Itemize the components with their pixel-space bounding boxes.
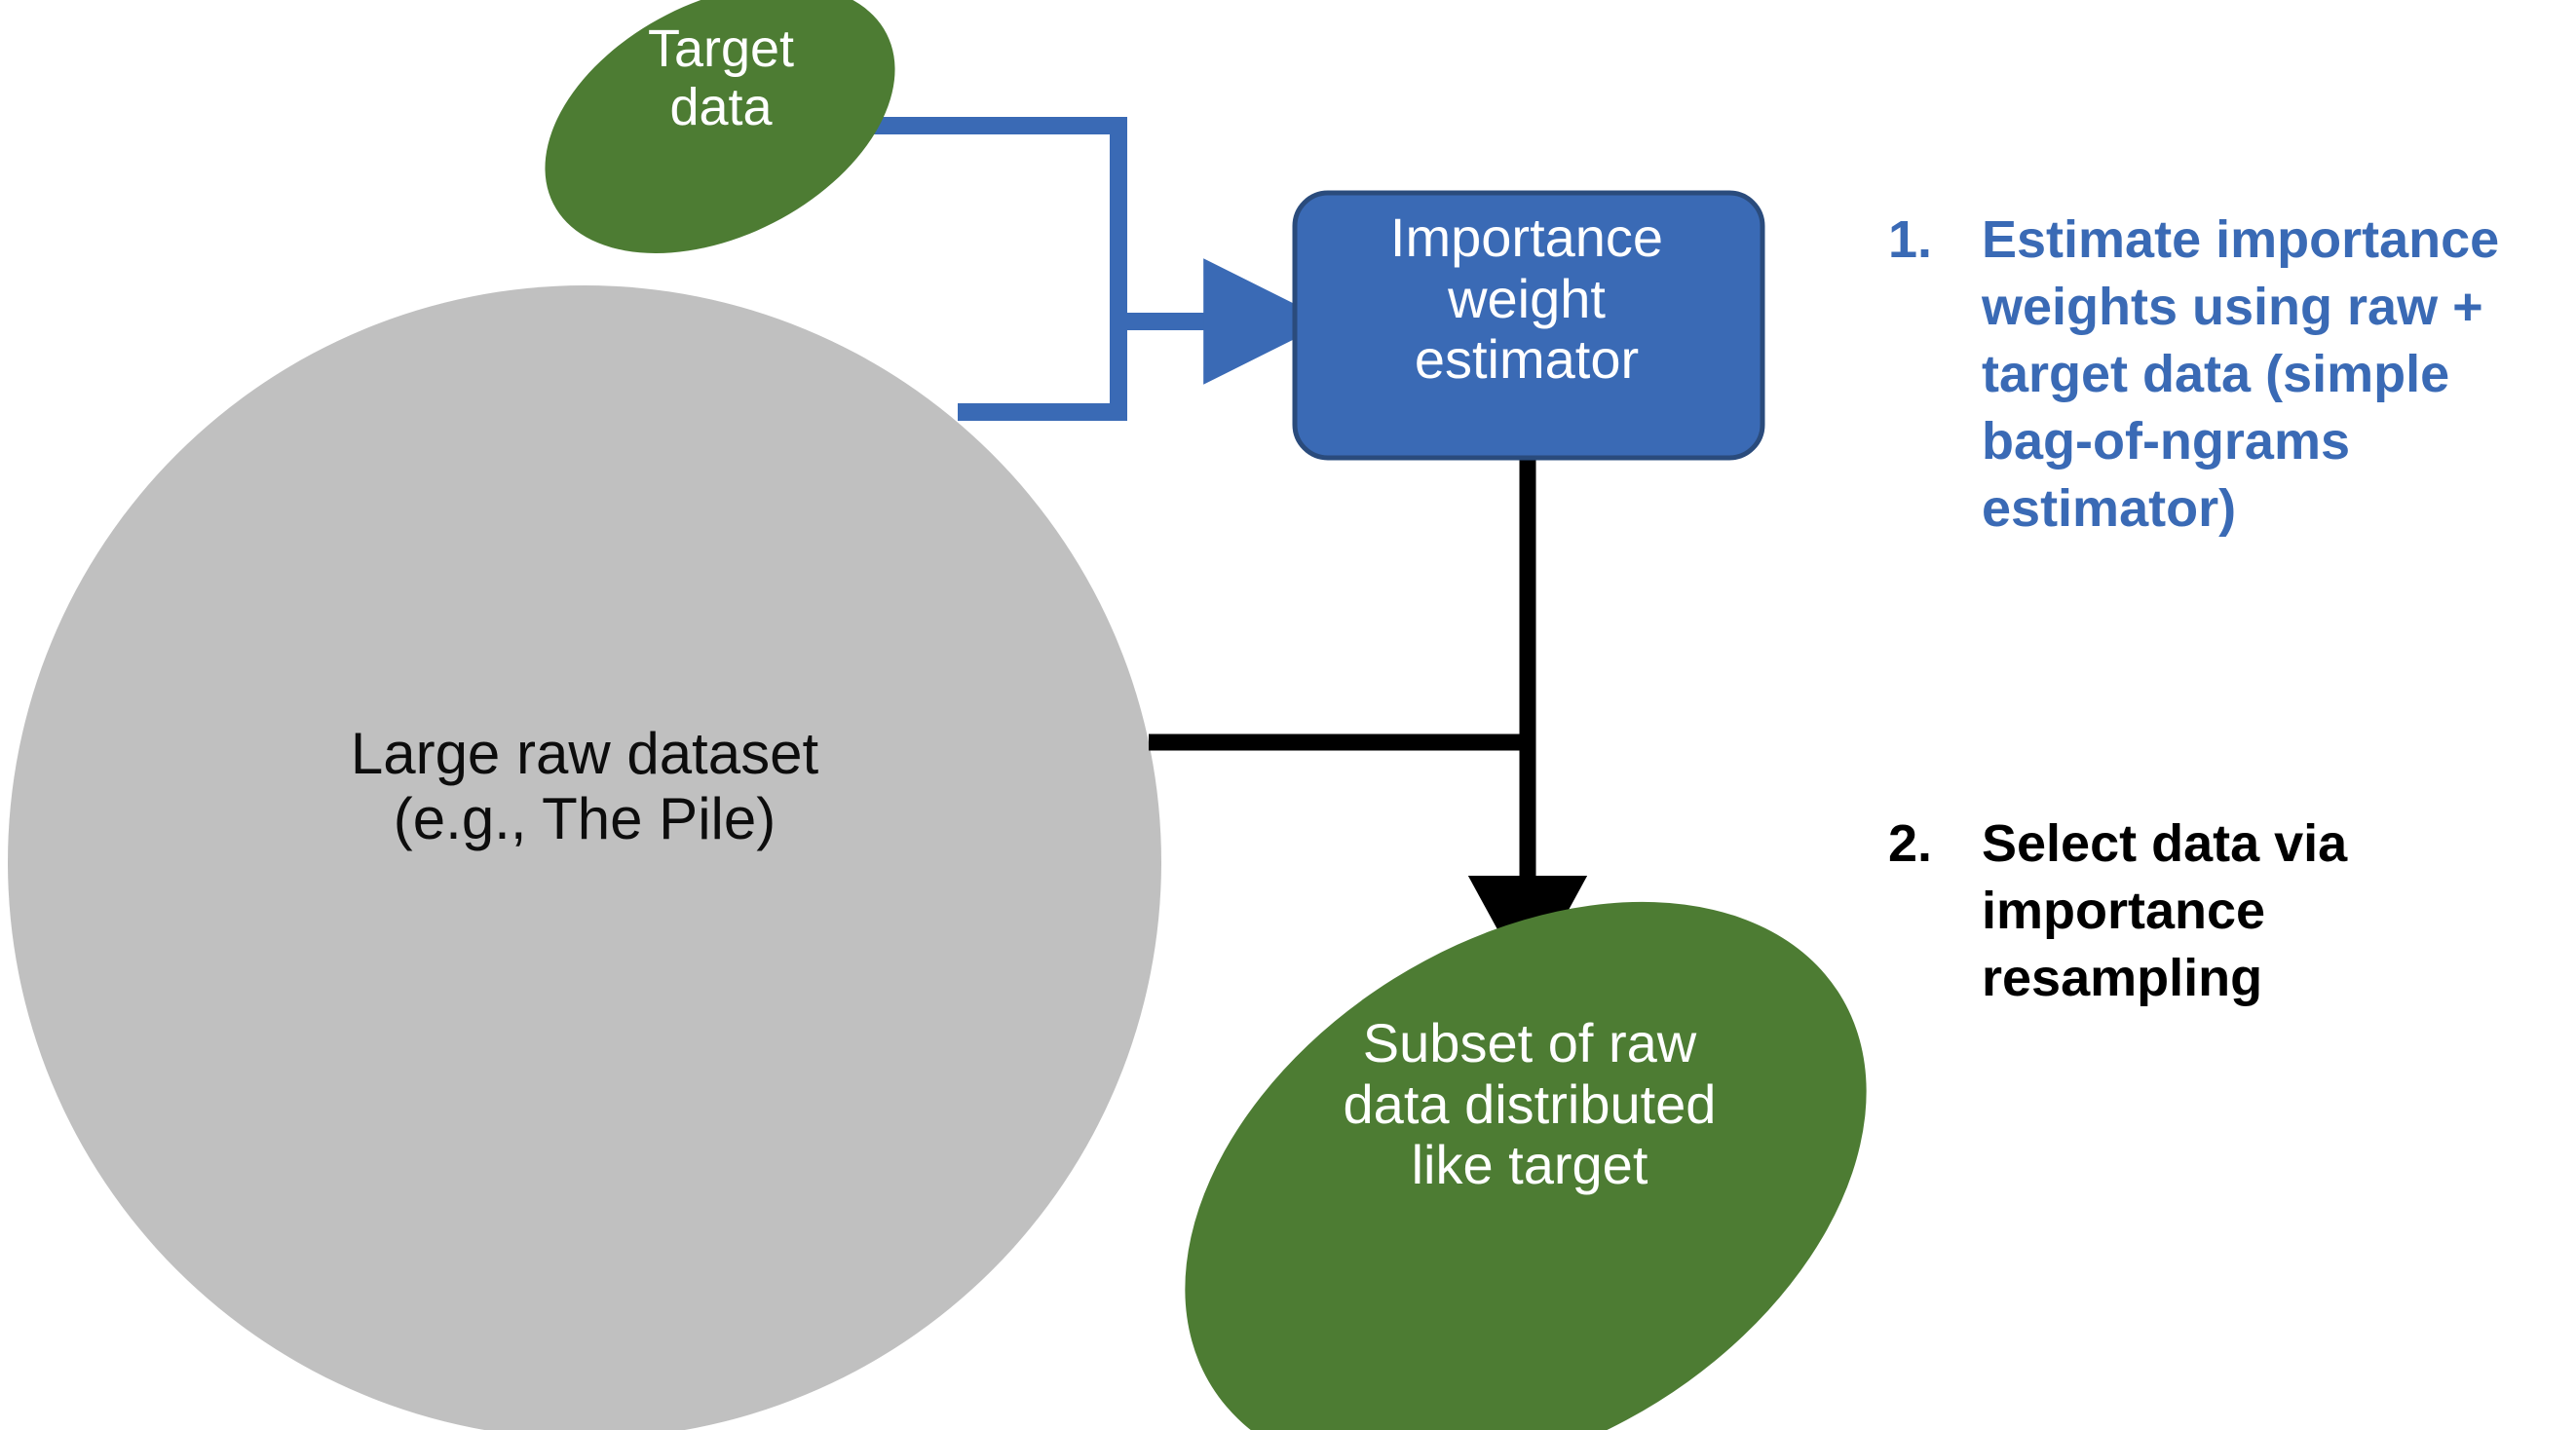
step-2-number: 2.: [1888, 814, 1933, 873]
node-estimator-shape[interactable]: [1292, 190, 1765, 461]
step-item-1: 1. Estimate importance weights using raw…: [1888, 207, 2560, 544]
node-subset-shape[interactable]: [1080, 783, 1972, 1430]
node-target-data-shape[interactable]: [500, 0, 939, 308]
step-1-number: 1.: [1888, 210, 1933, 269]
step-1-text: Estimate importance weights using raw + …: [1982, 210, 2500, 539]
step-item-2: 2. Select data via importance resampling: [1888, 810, 2560, 1012]
step-2-text: Select data via importance resampling: [1982, 814, 2348, 1008]
node-raw-dataset-shape[interactable]: [8, 285, 1161, 1430]
